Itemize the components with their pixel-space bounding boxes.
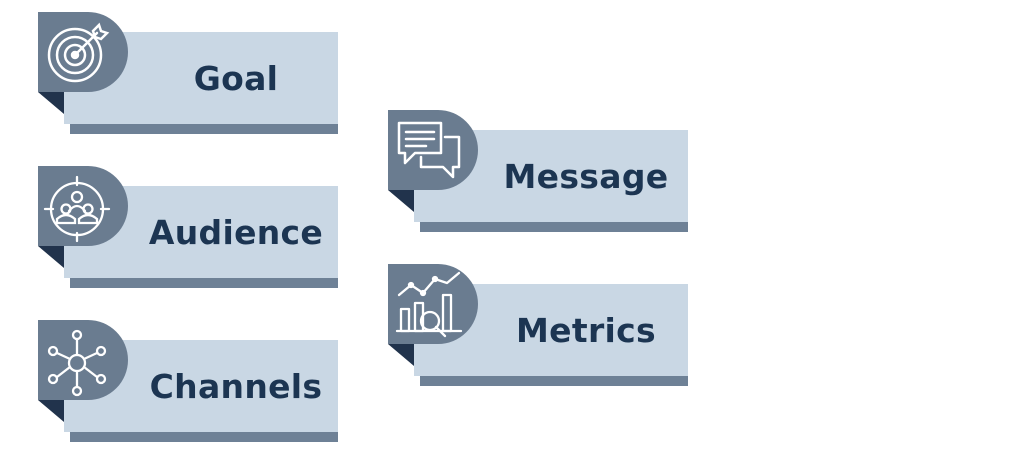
chat-bubbles-icon	[397, 121, 461, 179]
card-fold	[38, 246, 64, 268]
card-label: Message	[503, 156, 669, 196]
icon-tab	[38, 320, 128, 400]
card-fold	[38, 92, 64, 114]
target-icon	[47, 22, 110, 83]
icon-tab	[388, 110, 478, 190]
icon-tab	[38, 12, 128, 92]
card-label: Audience	[148, 212, 324, 252]
card-message: Message	[388, 110, 688, 232]
card-fold	[388, 344, 414, 366]
card-metrics: Metrics	[388, 264, 688, 386]
card-goal: Goal	[38, 12, 338, 134]
icon-tab	[38, 166, 128, 246]
card-channels: Channels	[38, 320, 338, 442]
audience-target-icon	[43, 175, 111, 243]
card-fold	[38, 400, 64, 422]
card-fold	[388, 190, 414, 212]
card-audience: Audience	[38, 166, 338, 288]
network-hub-icon	[47, 329, 107, 397]
analytics-chart-icon	[395, 271, 463, 338]
icon-tab	[388, 264, 478, 344]
card-label: Metrics	[516, 310, 656, 350]
card-label: Channels	[149, 366, 323, 406]
card-label: Goal	[193, 58, 279, 98]
